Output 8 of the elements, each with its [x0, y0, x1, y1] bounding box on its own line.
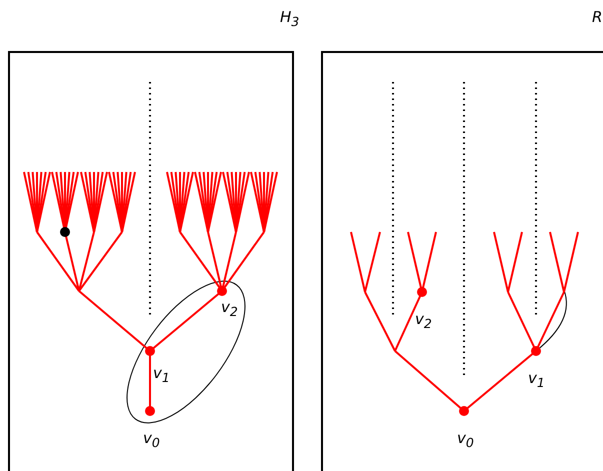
- vertex-label: v$_{1}$: [528, 371, 545, 390]
- vertex-label: v$_{0}$: [143, 431, 160, 450]
- graph-label: R: [592, 10, 602, 25]
- vertex-label: v$_{2}$: [221, 300, 238, 318]
- vertex-label: v$_{1}$: [153, 366, 170, 384]
- graph-label: H$_{3}$: [280, 10, 300, 28]
- vertex-label: v$_{2}$: [415, 312, 432, 330]
- vertex-label: v$_{0}$: [457, 431, 474, 450]
